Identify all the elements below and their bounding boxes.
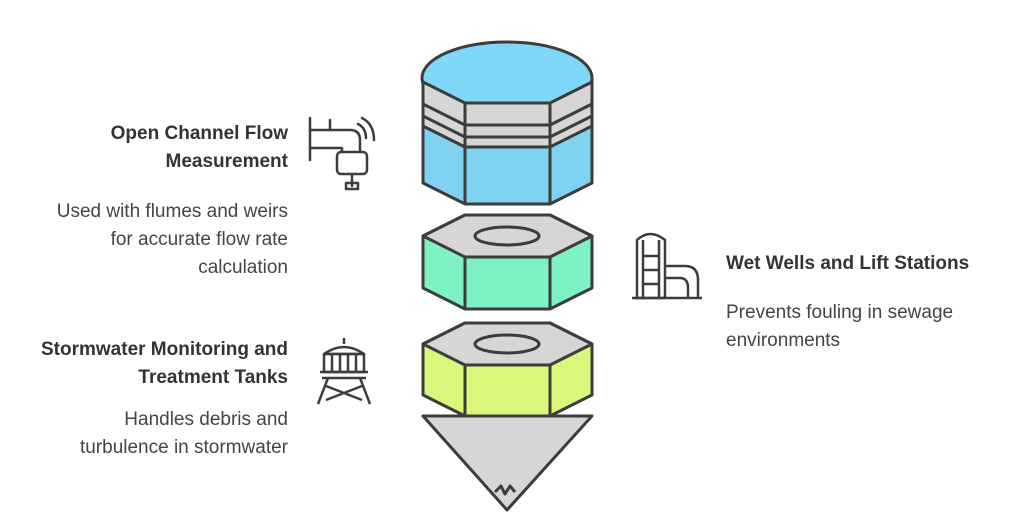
item-open-channel-title: Open Channel Flow Measurement	[40, 120, 288, 176]
silo-pipe-icon	[632, 232, 702, 300]
item-wet-wells-desc-line1: Prevents fouling in sewage	[726, 302, 954, 323]
item-open-channel-desc-line3: calculation	[198, 257, 288, 278]
faucet-icon	[308, 116, 376, 191]
item-open-channel-desc: Used with flumes and weirs for accurate …	[0, 198, 288, 282]
item-wet-wells-desc-line2: environments	[726, 330, 841, 351]
item-open-channel-desc-line1: Used with flumes and weirs	[56, 201, 288, 222]
item-open-channel-desc-line2: for accurate flow rate	[110, 229, 288, 250]
item-wet-wells-desc: Prevents fouling in sewage environments	[726, 299, 1016, 355]
item-open-channel-title-line2: Measurement	[165, 151, 289, 172]
item-open-channel-title-line1: Open Channel Flow	[110, 123, 288, 144]
segment-top-tank	[420, 40, 594, 206]
item-stormwater-title-line2: Treatment Tanks	[138, 367, 288, 388]
item-wet-wells-title: Wet Wells and Lift Stations	[726, 250, 1016, 278]
segment-bottom-hopper	[421, 321, 594, 512]
item-stormwater-desc-line1: Handles debris and	[124, 409, 288, 430]
item-wet-wells-title-line1: Wet Wells and Lift Stations	[726, 253, 970, 274]
item-stormwater-title: Stormwater Monitoring and Treatment Tank…	[0, 336, 288, 392]
item-stormwater-title-line1: Stormwater Monitoring and	[41, 339, 288, 360]
item-stormwater-desc-line2: turbulence in stormwater	[79, 437, 288, 458]
item-stormwater-desc: Handles debris and turbulence in stormwa…	[0, 406, 288, 462]
segment-middle-prism	[421, 213, 594, 311]
water-tower-icon	[316, 338, 372, 405]
